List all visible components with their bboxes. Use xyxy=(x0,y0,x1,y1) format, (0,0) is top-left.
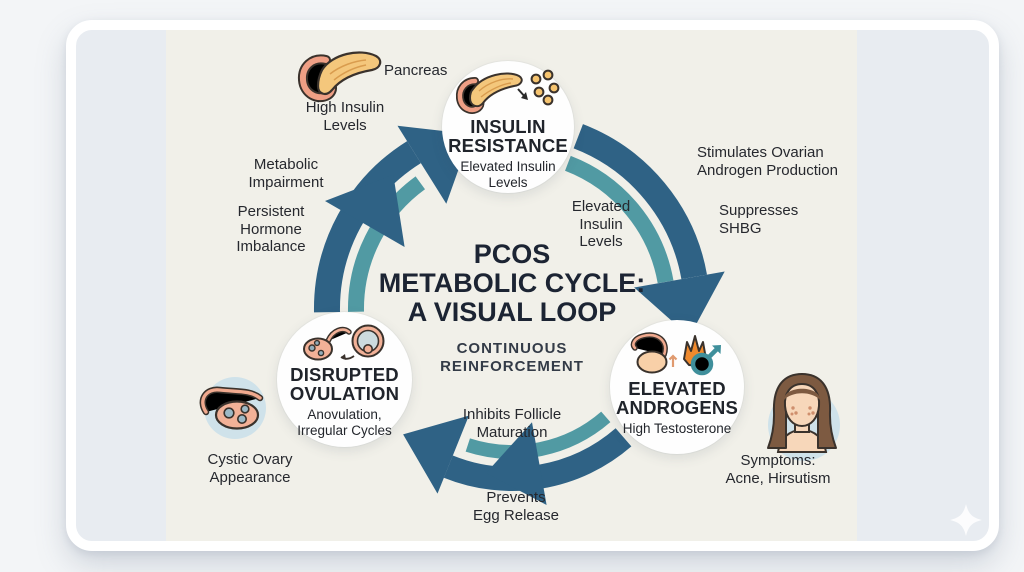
high-insulin-label: High Insulin Levels xyxy=(305,99,385,134)
node-disrupted-ovulation: DISRUPTED OVULATION Anovulation, Irregul… xyxy=(277,312,412,447)
sparkle-icon xyxy=(950,504,982,536)
pancreas-insulin-dots-icon xyxy=(455,69,560,114)
arrowhead-left-mid xyxy=(325,174,405,247)
ovary-follicle-icon xyxy=(302,324,384,361)
ovary-flame-male-symbol-icon xyxy=(630,332,721,376)
arrow-segment-right xyxy=(573,124,708,280)
woman-with-acne-illustration xyxy=(767,373,840,461)
node-elevated-androgens: ELEVATED ANDROGENS High Testosterone xyxy=(610,320,744,454)
pancreas-illustration xyxy=(297,51,382,103)
prevents-egg-release-label: Prevents Egg Release xyxy=(473,489,559,524)
center-caption: CONTINUOUS REINFORCEMENT xyxy=(440,340,584,376)
suppresses-shbg-label: Suppresses SHBG xyxy=(719,202,799,237)
arrowhead-bottom-mid xyxy=(486,422,547,505)
node-title: DISRUPTED OVULATION xyxy=(289,364,400,405)
node-subtitle: Anovulation, Irregular Cycles xyxy=(297,406,392,438)
stimulates-ovarian-label: Stimulates Ovarian Androgen Production xyxy=(697,144,838,179)
node-title: ELEVATED ANDROGENS xyxy=(615,378,739,419)
arrow-segment-left xyxy=(313,141,422,313)
elevated-insulin-label: Elevated Insulin Levels xyxy=(571,198,631,251)
node-subtitle: High Testosterone xyxy=(622,420,732,436)
inhibits-follicle-label: Inhibits Follicle Maturation xyxy=(462,406,562,441)
node-insulin-resistance: INSULIN RESISTANCE Elevated Insulin Leve… xyxy=(442,61,574,193)
symptoms-label: Symptoms: Acne, Hirsutism xyxy=(725,452,831,487)
cystic-ovary-illustration xyxy=(199,377,266,439)
diagram-title: PCOS METABOLIC CYCLE: A VISUAL LOOP xyxy=(378,239,646,328)
cystic-ovary-label: Cystic Ovary Appearance xyxy=(207,451,293,486)
persistent-hormone-label: Persistent Hormone Imbalance xyxy=(236,203,306,256)
pancreas-label: Pancreas xyxy=(384,62,448,79)
node-title: INSULIN RESISTANCE xyxy=(448,116,568,157)
node-subtitle: Elevated Insulin Levels xyxy=(460,158,556,190)
metabolic-impairment-label: Metabolic Impairment xyxy=(248,156,324,191)
arrowhead-bottom-end xyxy=(403,415,469,494)
arrowhead-right xyxy=(634,271,725,337)
